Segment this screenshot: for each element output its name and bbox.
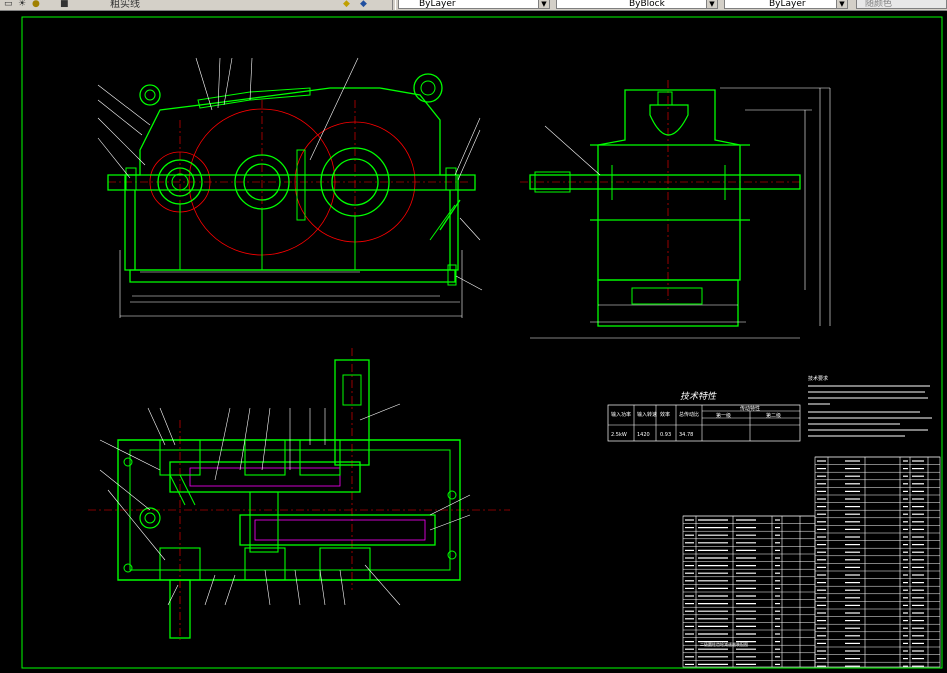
make-current-icon[interactable]: ◆ xyxy=(343,0,350,9)
tech-spec-title: 技术特性 xyxy=(680,391,717,402)
color-combo[interactable]: ByLayer ▼ xyxy=(398,0,550,9)
lineweight-combo-value: ByLayer xyxy=(769,0,806,9)
tech-spec-value-4: 34.78 xyxy=(679,432,693,438)
tech-spec-stage-1: 第一级 xyxy=(716,412,731,419)
tech-spec-table: 技术特性 输入功率 输入转速 效率 总传动比 传动特性 第一级 第二级 2.5k… xyxy=(607,391,801,442)
tech-spec-value-1: 2.5kW xyxy=(611,432,627,438)
plotstyle-combo[interactable]: 随颜色 xyxy=(856,0,947,9)
side-view xyxy=(520,80,831,339)
tech-spec-group: 传动特性 xyxy=(740,405,760,412)
folder-icon[interactable]: ▭ xyxy=(4,0,13,9)
tech-spec-header-3: 效率 xyxy=(660,411,670,418)
drawing-canvas[interactable]: 技术特性 输入功率 输入转速 效率 总传动比 传动特性 第一级 第二级 2.5k… xyxy=(0,10,947,673)
cad-toolbar: ▭ ☀ ● ■ 粗实线 ◆ ◆ ByLayer ▼ ByBlock ▼ ByLa… xyxy=(0,0,947,11)
plotstyle-combo-value: 随颜色 xyxy=(865,0,893,9)
tech-spec-header-1: 输入功率 xyxy=(611,411,631,418)
layer-color-icon[interactable]: ■ xyxy=(60,0,69,9)
tech-spec-header-4: 总传动比 xyxy=(679,411,699,418)
parts-list-rows xyxy=(683,456,940,667)
technical-notes: 技术要求 xyxy=(808,375,932,437)
chevron-down-icon[interactable]: ▼ xyxy=(538,0,549,8)
linetype-combo-value: ByBlock xyxy=(629,0,665,9)
layer-state-icon[interactable]: ☀ xyxy=(18,0,27,9)
title-block-name: 二级圆柱齿轮减速器装配图 xyxy=(700,641,748,647)
color-combo-value: ByLayer xyxy=(419,0,456,9)
chevron-down-icon[interactable]: ▼ xyxy=(706,0,717,8)
toolbar-separator xyxy=(392,0,396,10)
technical-notes-title: 技术要求 xyxy=(808,375,828,382)
tech-spec-header-2: 输入转速 xyxy=(637,411,657,418)
drawing-frame xyxy=(21,16,943,669)
layer-previous-icon[interactable]: ◆ xyxy=(360,0,367,9)
top-section-view xyxy=(88,348,510,640)
tech-spec-value-3: 0.93 xyxy=(660,432,671,438)
lock-icon[interactable]: ● xyxy=(32,0,40,9)
lineweight-combo[interactable]: ByLayer ▼ xyxy=(724,0,848,9)
front-view xyxy=(97,57,483,318)
tech-spec-value-2: 1420 xyxy=(637,432,650,438)
tech-spec-stage-2: 第二级 xyxy=(766,412,781,419)
chevron-down-icon[interactable]: ▼ xyxy=(836,0,847,8)
parts-list-table xyxy=(682,456,941,668)
linetype-combo[interactable]: ByBlock ▼ xyxy=(556,0,718,9)
layer-name-text[interactable]: 粗实线 xyxy=(110,0,140,10)
